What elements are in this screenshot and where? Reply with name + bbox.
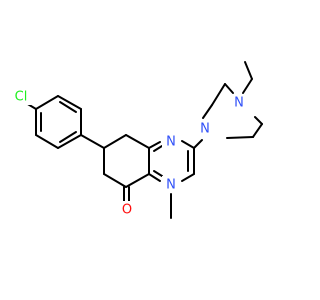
bond-pyrimidine-to-piperazine xyxy=(193,139,203,149)
nitrogen-label-n3: N xyxy=(166,178,176,193)
chlorophenyl-ring xyxy=(35,95,82,149)
nitrogen-label-piperazine-ethyl: N xyxy=(234,96,244,111)
oxygen-label: O xyxy=(122,203,132,218)
nitrogen-label-piperazine-attach: N xyxy=(200,122,210,137)
nitrogen-label-n1: N xyxy=(166,135,176,150)
ethyl-group xyxy=(242,61,253,94)
chlorine-label: Cl xyxy=(15,90,28,105)
cyclohexenone-ring xyxy=(103,134,150,188)
pyrimidine-ring xyxy=(148,140,195,182)
molecule-structure: Cl N N N N O xyxy=(14,61,263,219)
piperazine-ring xyxy=(202,83,263,139)
bond-aryl-to-c7 xyxy=(80,134,105,149)
